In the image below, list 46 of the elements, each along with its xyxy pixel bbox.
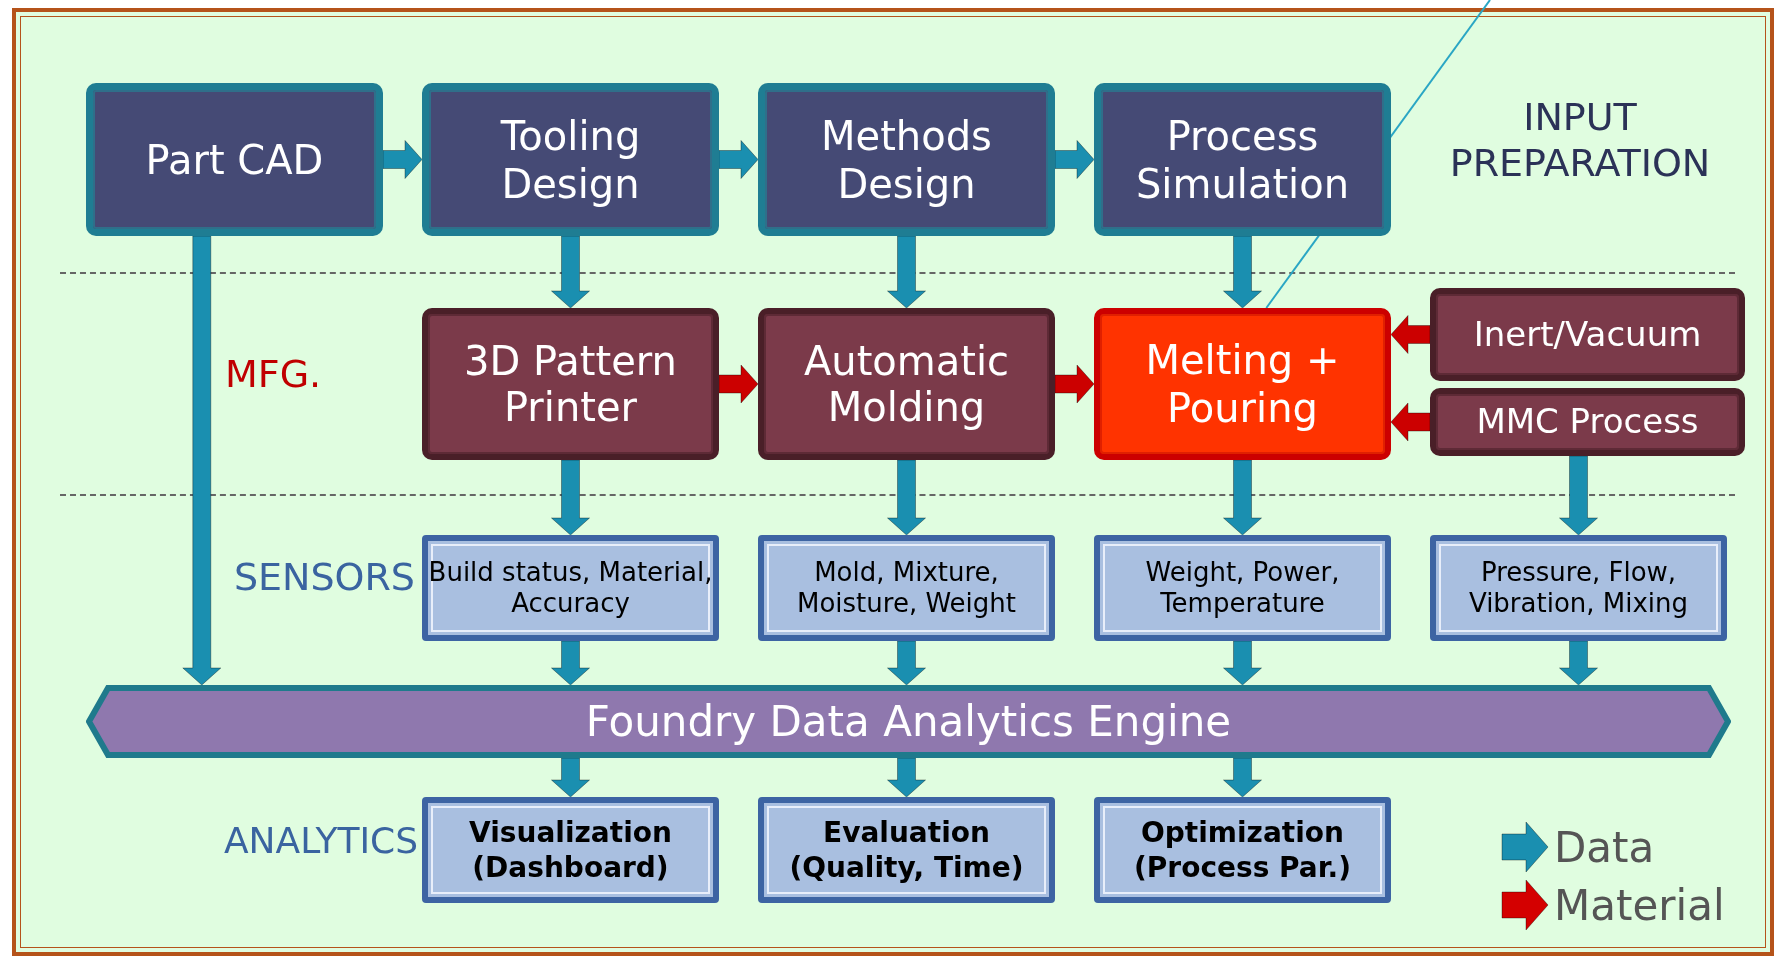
section-label: MFG. bbox=[225, 352, 323, 396]
legend-label: Data bbox=[1554, 822, 1655, 872]
process-box: MMC Process bbox=[1430, 388, 1745, 456]
process-box: Tooling Design bbox=[422, 83, 719, 236]
output-box: Visualization (Dashboard) bbox=[422, 797, 719, 903]
block-arrow bbox=[1223, 640, 1262, 686]
block-arrow bbox=[182, 235, 222, 686]
block-arrow bbox=[1223, 235, 1262, 309]
block-arrow bbox=[1223, 757, 1262, 798]
process-box: Process Simulation bbox=[1094, 83, 1391, 236]
block-arrow bbox=[718, 364, 759, 404]
block-arrow bbox=[1390, 402, 1431, 442]
section-label: INPUT PREPARATION bbox=[1448, 95, 1712, 187]
sensor-box: Weight, Power, Temperature bbox=[1094, 535, 1391, 641]
block-arrow bbox=[887, 757, 926, 798]
block-arrow bbox=[1054, 364, 1095, 404]
process-box: 3D Pattern Printer bbox=[422, 308, 719, 460]
block-arrow bbox=[887, 640, 926, 686]
block-arrow bbox=[887, 235, 926, 309]
block-arrow bbox=[1054, 140, 1095, 179]
leader-line bbox=[1265, 0, 1491, 309]
process-box: Part CAD bbox=[86, 83, 383, 236]
block-arrow bbox=[551, 757, 590, 798]
sensor-box: Pressure, Flow, Vibration, Mixing bbox=[1430, 535, 1727, 641]
process-box: Methods Design bbox=[758, 83, 1055, 236]
block-arrow bbox=[551, 235, 590, 309]
section-label: ANALYTICS bbox=[222, 820, 418, 861]
process-box: Melting + Pouring bbox=[1094, 308, 1391, 460]
block-arrow bbox=[382, 140, 423, 179]
output-box: Evaluation (Quality, Time) bbox=[758, 797, 1055, 903]
process-box: Automatic Molding bbox=[758, 308, 1055, 460]
process-box: Inert/Vacuum bbox=[1430, 288, 1745, 381]
engine-title: Foundry Data Analytics Engine bbox=[585, 697, 1232, 746]
output-box: Optimization (Process Par.) bbox=[1094, 797, 1391, 903]
block-arrow bbox=[1390, 315, 1431, 354]
block-arrow bbox=[887, 459, 926, 536]
legend-label: Material bbox=[1554, 880, 1725, 930]
block-arrow bbox=[1559, 640, 1598, 686]
block-arrow bbox=[1559, 455, 1598, 536]
block-arrow bbox=[551, 640, 590, 686]
sensor-box: Mold, Mixture, Moisture, Weight bbox=[758, 535, 1055, 641]
block-arrow bbox=[551, 459, 590, 536]
section-label: SENSORS bbox=[232, 555, 415, 599]
block-arrow bbox=[1223, 459, 1262, 536]
block-arrow bbox=[718, 140, 759, 179]
sensor-box: Build status, Material, Accuracy bbox=[422, 535, 719, 641]
